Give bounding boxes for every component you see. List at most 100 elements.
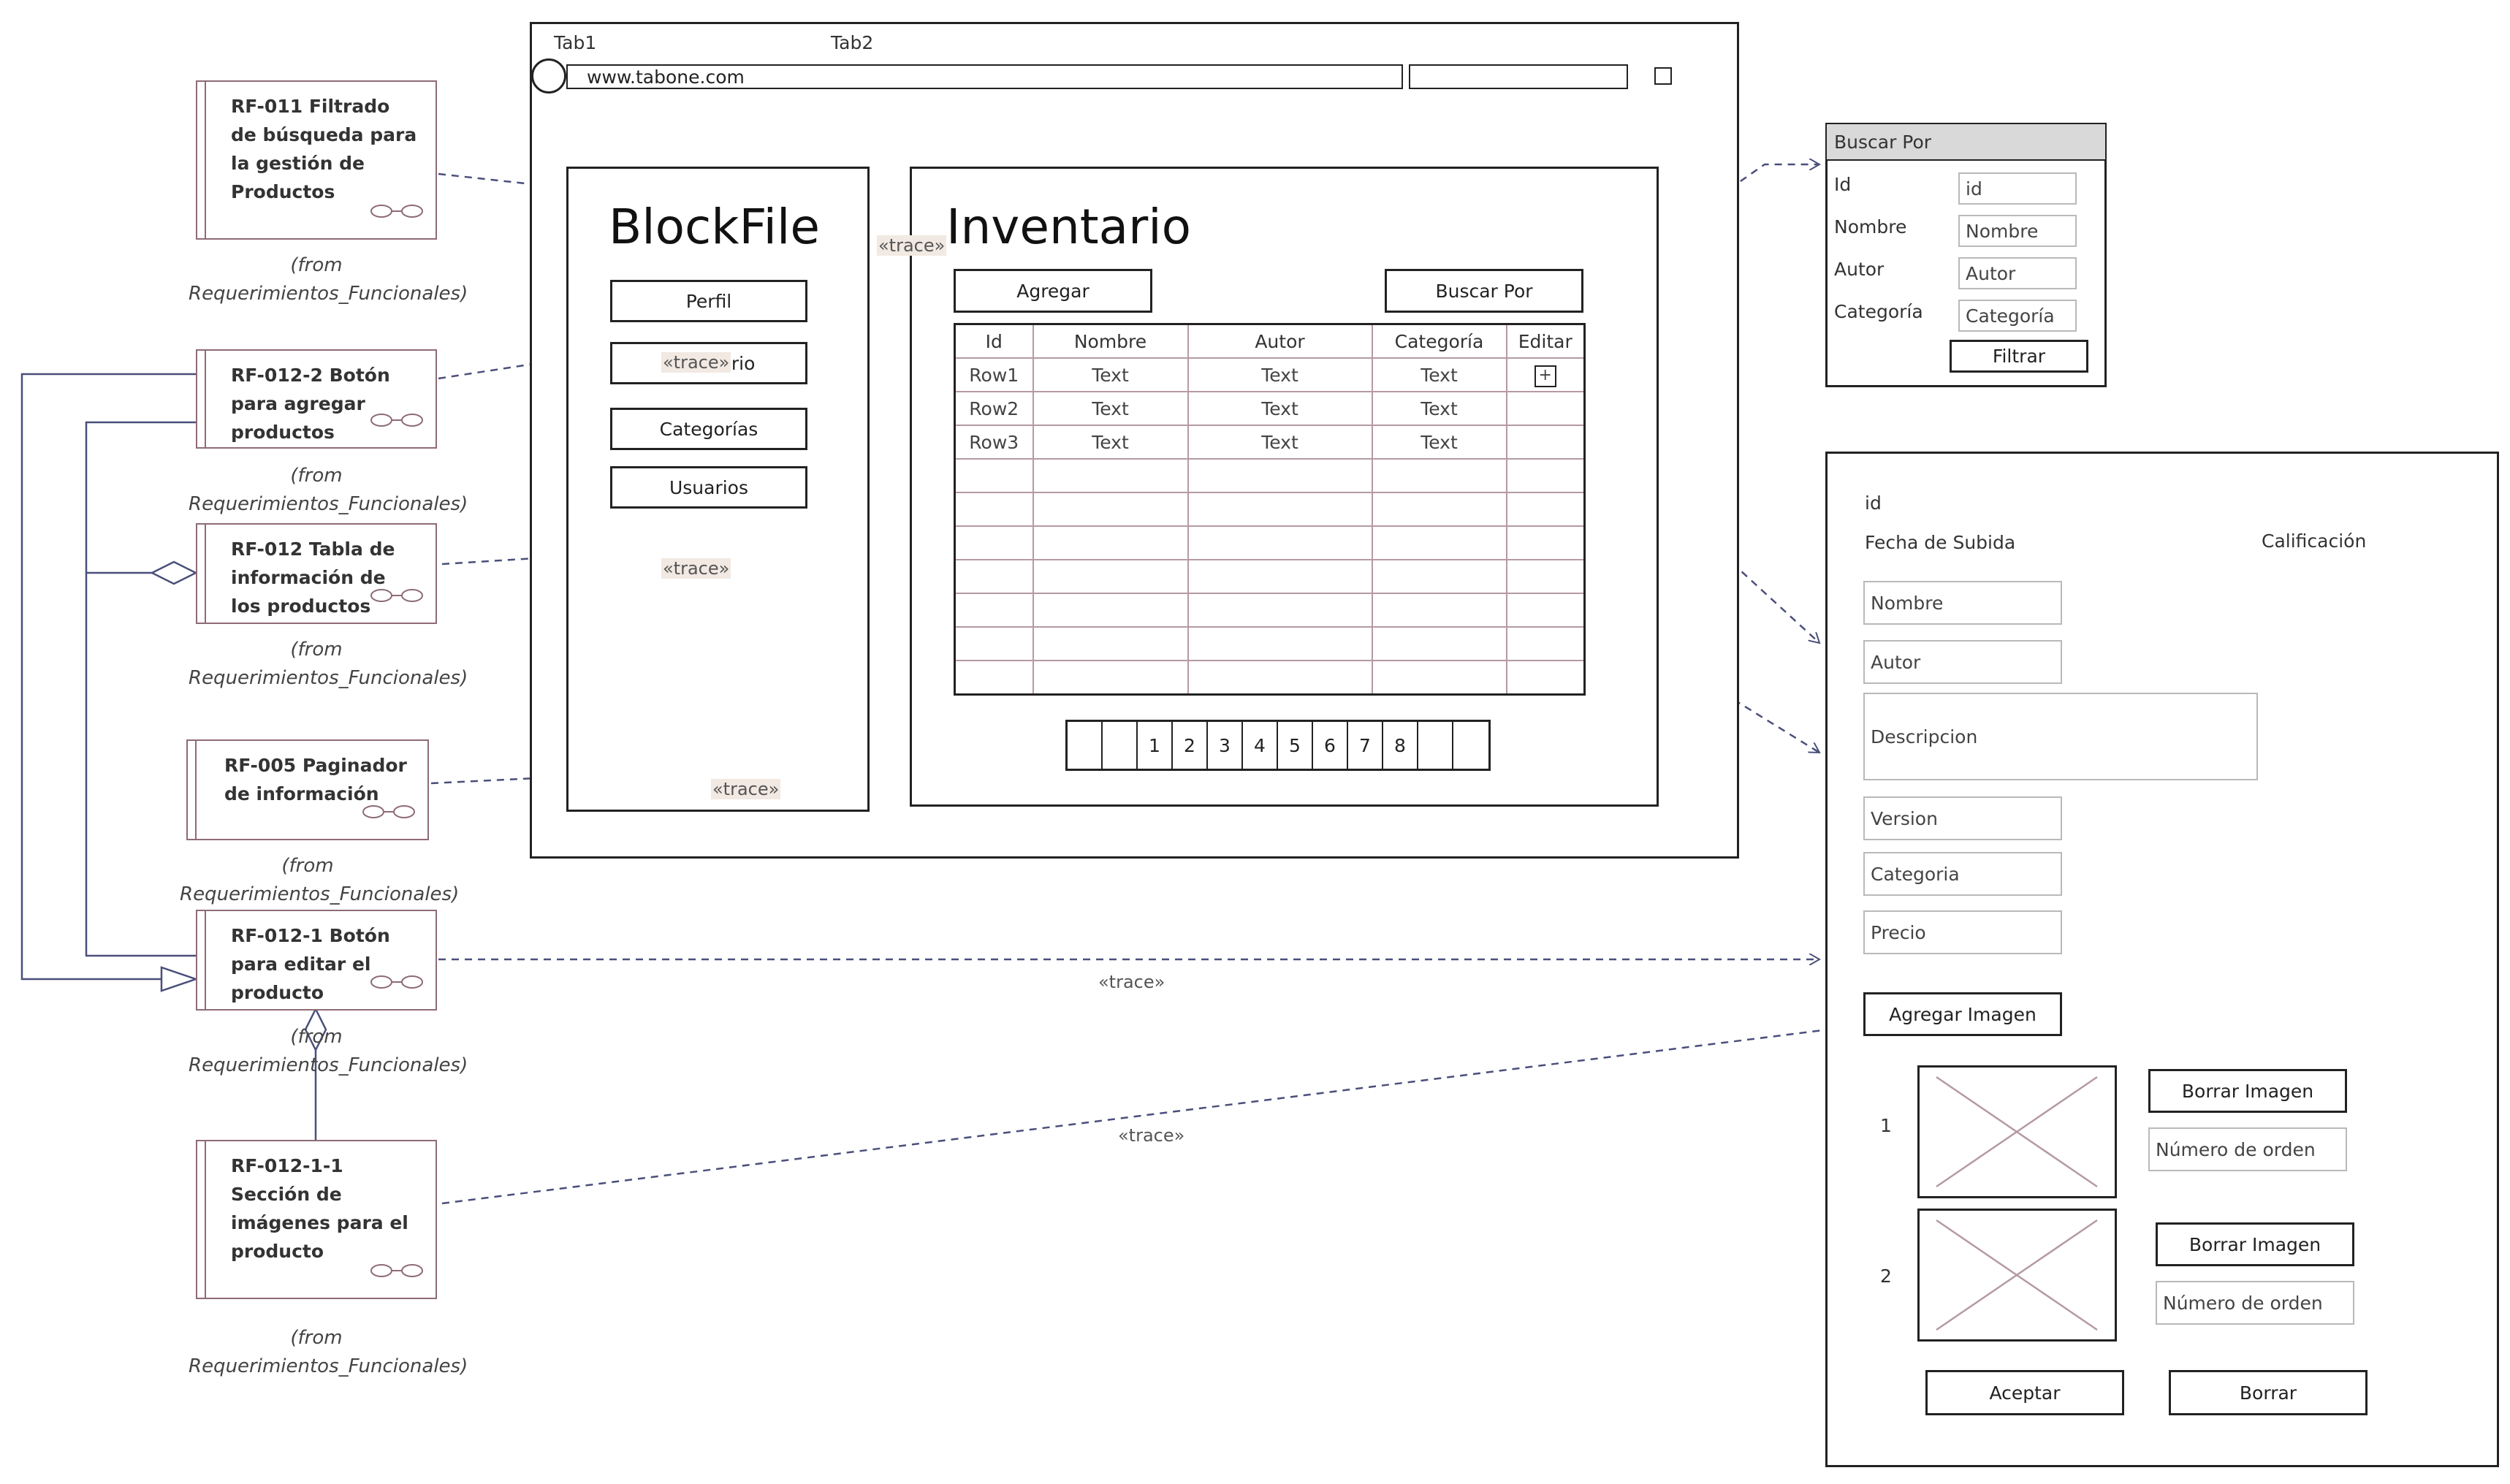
table-header-cell: Editar (1505, 323, 1586, 359)
search-field-input[interactable]: id (1958, 172, 2077, 205)
accept-button[interactable]: Aceptar (1925, 1370, 2124, 1415)
category-field[interactable]: Categoria (1863, 852, 2062, 896)
page-nav-button[interactable] (1418, 722, 1453, 769)
page-number-button[interactable]: 3 (1208, 722, 1243, 769)
table-cell (954, 660, 1034, 696)
requirement-rf011[interactable]: RF-011 Filtrado de búsqueda para la gest… (196, 80, 437, 240)
author-field[interactable]: Autor (1863, 640, 2062, 684)
page-number-button[interactable]: 4 (1243, 722, 1278, 769)
generalization-line-inner (85, 421, 196, 957)
tab-1[interactable]: Tab1 (554, 32, 597, 53)
requirement-origin: (from Requerimientos_Funcionales) (180, 855, 460, 905)
trace-search-panel (1578, 164, 1819, 295)
table-cell: Text (1032, 391, 1189, 426)
table-row[interactable] (954, 660, 1586, 696)
requirement-rf0121[interactable]: RF-012-1 Botón para editar el producto (196, 910, 437, 1011)
add-image-button[interactable]: Agregar Imagen (1863, 992, 2062, 1036)
page-number-button[interactable]: 2 (1173, 722, 1208, 769)
table-cell: Text (1187, 425, 1373, 460)
search-bar[interactable] (1409, 64, 1628, 89)
window-control-icon[interactable] (1654, 67, 1672, 85)
page-nav-button[interactable] (1453, 722, 1488, 769)
table-row[interactable] (954, 626, 1586, 661)
order-number-field[interactable]: Número de orden (2148, 1127, 2347, 1171)
table-cell (1371, 525, 1507, 560)
sidebar-perfil-button[interactable]: Perfil (610, 280, 807, 322)
search-field-input[interactable]: Categoría (1958, 300, 2077, 332)
upload-date-label: Fecha de Subida (1865, 532, 2016, 553)
requirement-origin: (from Requerimientos_Funcionales) (189, 465, 468, 515)
table-cell: Text (1032, 425, 1189, 460)
table-header-cell: Id (954, 323, 1034, 359)
page-nav-button[interactable] (1068, 722, 1103, 769)
table-cell (1371, 626, 1507, 661)
requirement-icon (370, 205, 423, 218)
order-number-field[interactable]: Número de orden (2156, 1281, 2354, 1325)
table-row[interactable] (954, 525, 1586, 560)
table-cell (1187, 559, 1373, 594)
delete-image-button[interactable]: Borrar Imagen (2156, 1222, 2354, 1266)
table-cell (1187, 525, 1373, 560)
add-button[interactable]: Agregar (954, 269, 1152, 313)
requirement-origin: (from Requerimientos_Funcionales) (189, 1327, 468, 1377)
description-field[interactable]: Descripcion (1863, 693, 2258, 780)
delete-button[interactable]: Borrar (2169, 1370, 2368, 1415)
requirement-origin: (from Requerimientos_Funcionales) (189, 639, 468, 689)
id-label: id (1865, 492, 1882, 514)
version-field[interactable]: Version (1863, 796, 2062, 840)
image-index: 1 (1880, 1115, 1892, 1136)
table-header-cell: Categoría (1371, 323, 1507, 359)
filter-button[interactable]: Filtrar (1950, 340, 2088, 373)
table-cell (954, 559, 1034, 594)
browser-circle-icon[interactable] (531, 58, 566, 94)
table-cell (1371, 660, 1507, 696)
generalization-arrowhead (160, 966, 199, 992)
name-field[interactable]: Nombre (1863, 581, 2062, 625)
page-number-button[interactable]: 5 (1278, 722, 1313, 769)
table-cell: Row2 (954, 391, 1034, 426)
table-cell (1505, 425, 1586, 460)
requirement-icon (362, 805, 415, 818)
table-cell (1032, 559, 1189, 594)
sidebar-usuarios-button[interactable]: Usuarios (610, 466, 807, 509)
page-nav-button[interactable] (1103, 722, 1138, 769)
requirement-rf005[interactable]: RF-005 Paginador de información (186, 739, 429, 840)
requirement-origin: (from Requerimientos_Funcionales) (189, 1026, 468, 1076)
table-row[interactable] (954, 593, 1586, 628)
table-row[interactable] (954, 559, 1586, 594)
requirement-rf0122[interactable]: RF-012-2 Botón para agregar productos (196, 349, 437, 449)
requirement-text: RF-012-1-1 Sección de imágenes para el p… (231, 1155, 408, 1262)
table-row[interactable] (954, 492, 1586, 527)
requirement-text: RF-011 Filtrado de búsqueda para la gest… (231, 96, 417, 202)
url-bar[interactable]: www.tabone.com (566, 64, 1403, 89)
search-field-input[interactable]: Nombre (1958, 215, 2077, 247)
delete-image-button[interactable]: Borrar Imagen (2148, 1069, 2347, 1113)
table-cell (954, 593, 1034, 628)
table-row[interactable] (954, 458, 1586, 493)
search-by-button[interactable]: Buscar Por (1385, 269, 1583, 313)
search-field-input[interactable]: Autor (1958, 257, 2077, 289)
table-cell (1032, 660, 1189, 696)
page-number-button[interactable]: 1 (1138, 722, 1173, 769)
page-number-button[interactable]: 8 (1383, 722, 1418, 769)
table-cell: Row1 (954, 357, 1034, 392)
table-cell (1371, 492, 1507, 527)
trace-label: «trace» (661, 352, 731, 373)
tab-2[interactable]: Tab2 (831, 32, 874, 53)
search-panel-title: Buscar Por (1834, 132, 1932, 153)
page-number-button[interactable]: 6 (1313, 722, 1348, 769)
sidebar-categorias-button[interactable]: Categorías (610, 408, 807, 450)
requirement-rf012[interactable]: RF-012 Tabla de información de los produ… (196, 523, 437, 624)
requirement-rf01211[interactable]: RF-012-1-1 Sección de imágenes para el p… (196, 1140, 437, 1299)
table-cell: Text (1371, 391, 1507, 426)
table-cell: Text (1187, 357, 1373, 392)
table-cell (954, 525, 1034, 560)
table-cell (1371, 559, 1507, 594)
page-number-button[interactable]: 7 (1348, 722, 1383, 769)
edit-plus-icon[interactable]: + (1534, 365, 1556, 387)
price-field[interactable]: Precio (1863, 910, 2062, 954)
